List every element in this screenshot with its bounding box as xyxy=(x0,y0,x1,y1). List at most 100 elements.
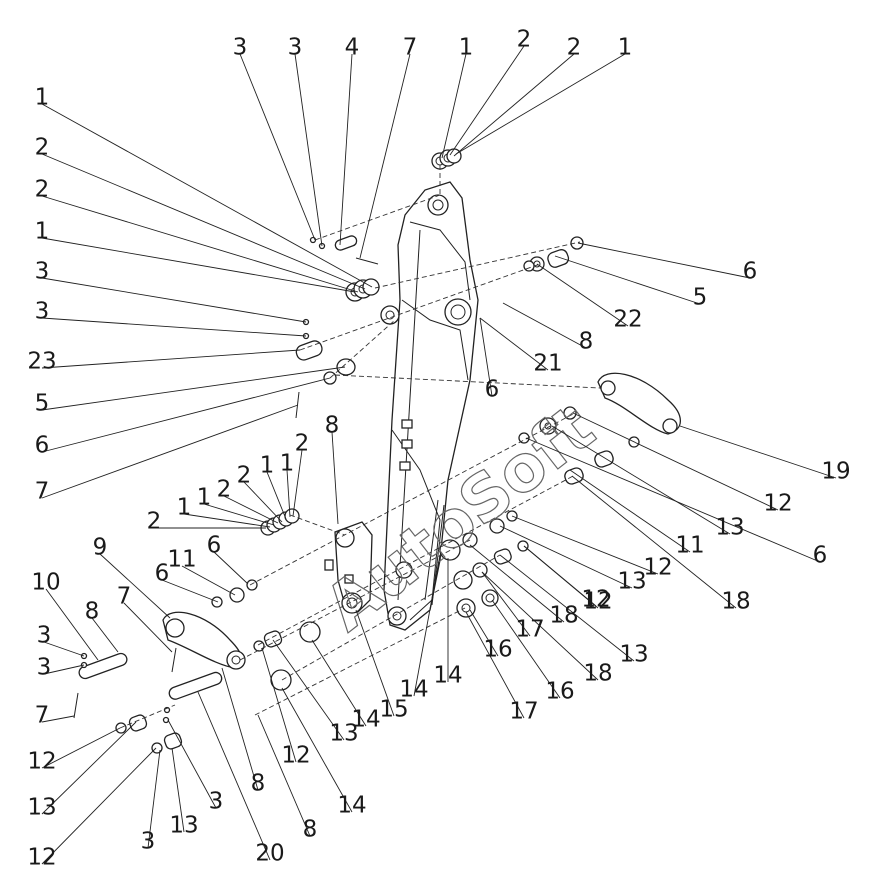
leader-line xyxy=(41,195,359,293)
callout-number: 8 xyxy=(579,329,594,355)
leader-line xyxy=(161,579,219,603)
leader-line xyxy=(355,609,395,717)
callout-number: 13 xyxy=(27,795,56,821)
assembly-lines xyxy=(119,165,601,729)
leader-line xyxy=(43,664,85,675)
callout-number: 3 xyxy=(233,35,248,61)
leader-line xyxy=(41,103,373,288)
leader-lines xyxy=(41,45,837,865)
callout-number: 18 xyxy=(549,603,578,629)
callout-number: 20 xyxy=(255,841,284,867)
callout-number: 14 xyxy=(337,793,366,819)
callout-number: 6 xyxy=(743,259,758,285)
leader-line xyxy=(99,553,171,619)
leader-line xyxy=(171,747,185,833)
callout-number: 12 xyxy=(27,845,56,871)
leader-line xyxy=(41,277,307,323)
leader-line xyxy=(41,366,346,411)
callout-number: 3 xyxy=(37,623,52,649)
callout-number: 3 xyxy=(209,789,224,815)
leader-line xyxy=(123,602,173,653)
leader-line xyxy=(481,571,531,637)
leader-line xyxy=(479,317,493,397)
lower-left-pins xyxy=(73,647,223,754)
callout-number: 23 xyxy=(27,349,56,375)
leader-line xyxy=(41,349,301,369)
leader-line xyxy=(449,45,525,156)
callout-number: 12 xyxy=(581,587,610,613)
callout-number: 19 xyxy=(821,459,850,485)
leader-line xyxy=(197,691,271,861)
leader-line xyxy=(183,513,271,528)
callout-number: 2 xyxy=(35,177,50,203)
leader-line xyxy=(294,53,323,247)
leader-line xyxy=(239,53,316,241)
leader-line xyxy=(181,565,236,596)
leader-line xyxy=(577,242,751,279)
leader-line xyxy=(465,611,525,719)
callout-number: 11 xyxy=(675,533,704,559)
right-upper-bushings xyxy=(523,236,584,272)
callout-number: 8 xyxy=(325,413,340,439)
leader-line xyxy=(469,609,499,657)
right-link-plate xyxy=(597,372,682,435)
leader-line xyxy=(286,469,291,518)
leader-line xyxy=(41,404,299,499)
callout-number: 14 xyxy=(351,707,380,733)
leader-line xyxy=(339,53,353,246)
callout-number: 5 xyxy=(693,285,708,311)
callout-number: 7 xyxy=(117,584,132,610)
callout-number: 8 xyxy=(251,771,266,797)
leader-line xyxy=(331,431,339,525)
center-link xyxy=(324,521,373,614)
callout-number: 2 xyxy=(567,35,582,61)
callout-number: 1 xyxy=(35,85,50,111)
callout-number: 18 xyxy=(721,589,750,615)
callout-number: 2 xyxy=(295,431,310,457)
leader-line xyxy=(511,515,659,575)
main-arm xyxy=(380,181,479,631)
left-link-plate xyxy=(162,611,246,670)
callout-number: 8 xyxy=(85,599,100,625)
callout-number: 3 xyxy=(37,655,52,681)
leader-line xyxy=(41,727,121,769)
callout-number: 21 xyxy=(533,351,562,377)
leader-line xyxy=(203,503,275,526)
callout-number: 13 xyxy=(169,813,198,839)
callout-number: 2 xyxy=(517,27,532,53)
callout-number: 6 xyxy=(155,561,170,587)
leader-line xyxy=(455,53,626,155)
callout-number: 13 xyxy=(329,721,358,747)
leader-line xyxy=(213,551,249,585)
left-lower-bushings xyxy=(211,579,321,691)
leader-line xyxy=(292,449,303,517)
leader-line xyxy=(479,317,549,371)
callout-number: 7 xyxy=(35,703,50,729)
leader-line xyxy=(41,747,157,865)
leader-line xyxy=(257,714,311,837)
callout-number: 1 xyxy=(459,35,474,61)
callout-number: 1 xyxy=(177,495,192,521)
leader-line xyxy=(359,53,411,259)
leader-line xyxy=(41,715,75,723)
callout-number: 18 xyxy=(583,661,612,687)
callout-number: 13 xyxy=(619,642,648,668)
callout-number: 16 xyxy=(483,637,512,663)
callout-number: 16 xyxy=(545,679,574,705)
leader-line xyxy=(571,475,737,609)
callout-number: 1 xyxy=(280,451,295,477)
leader-line xyxy=(41,153,366,290)
right-middle-bushings xyxy=(518,406,640,485)
callout-number: 12 xyxy=(583,589,612,615)
callout-number: 2 xyxy=(35,135,50,161)
callout-number: 17 xyxy=(515,617,544,643)
leader-line xyxy=(523,545,597,607)
leader-line xyxy=(41,377,331,453)
leader-line xyxy=(311,639,367,727)
leader-line xyxy=(502,302,587,349)
leader-line xyxy=(45,588,99,661)
callout-number: 7 xyxy=(35,479,50,505)
leader-line xyxy=(469,544,565,623)
callout-number: 11 xyxy=(167,547,196,573)
